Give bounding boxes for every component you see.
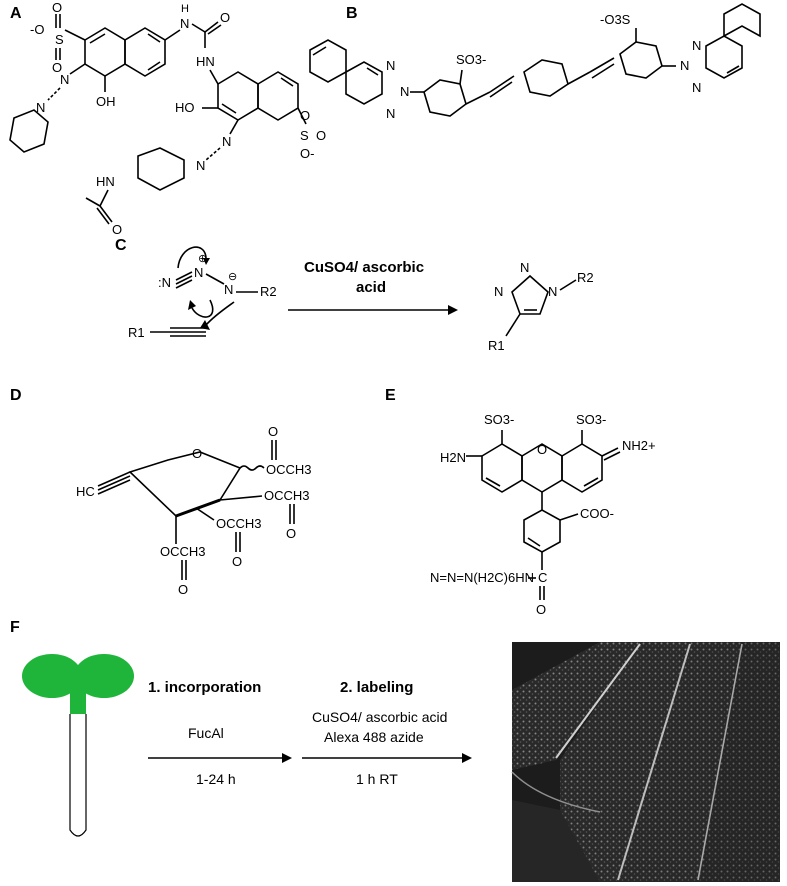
e-so3-1: SO3-: [484, 412, 514, 427]
svg-text:N: N: [196, 158, 205, 173]
panel-label-c: C: [115, 237, 127, 254]
c-r2-prod: R2: [577, 270, 594, 285]
a-o-right: O: [300, 108, 310, 123]
a-o-amide: O: [112, 222, 122, 237]
svg-text:O: O: [192, 446, 202, 461]
a-h-top: H: [181, 3, 189, 15]
svg-text:O: O: [316, 128, 326, 143]
svg-text::N: :N: [158, 275, 171, 290]
b-so3-left: SO3-: [456, 52, 486, 67]
step2-time: 1 h RT: [356, 771, 398, 787]
e-coo: COO-: [580, 506, 614, 521]
fluorescence-micrograph: [511, 642, 780, 882]
svg-text:O: O: [52, 0, 62, 15]
svg-text:⊖: ⊖: [228, 271, 237, 283]
e-azide-chain: N=N=N(H2C)6HN: [430, 570, 534, 585]
a-o-minus: O-: [300, 146, 314, 161]
panel-label-d: D: [10, 387, 22, 404]
panel-d-structure: O HC OCCH3 O OCCH3 O OCCH3 O OCCH3 O: [76, 424, 312, 597]
svg-text:O: O: [178, 582, 188, 597]
svg-text:O: O: [52, 60, 62, 75]
svg-text:O: O: [268, 424, 278, 439]
panel-c-reaction: :N N ⊕ N ⊖ R2 R1 CuSO4/ ascorbic acid N …: [128, 246, 594, 353]
a-n-top: N: [180, 16, 189, 31]
step2-title: 2. labeling: [340, 679, 413, 696]
c-reagent-line2: acid: [356, 279, 386, 296]
panel-f-workflow: 1. incorporation FucAl 1-24 h 2. labelin…: [22, 642, 780, 882]
svg-text:N: N: [548, 284, 557, 299]
panel-label-f: F: [10, 619, 20, 636]
e-c: C: [538, 570, 547, 585]
a-ho-2: HO: [175, 100, 195, 115]
svg-text:N: N: [386, 58, 395, 73]
step2-reagent1: CuSO4/ ascorbic acid: [312, 709, 447, 725]
svg-text:N: N: [36, 100, 45, 115]
panel-b-structure: N N N SO3- -O3S N N N: [309, 3, 761, 121]
a-s-top: S: [55, 32, 64, 47]
c-r2: R2: [260, 284, 277, 299]
step1-reagent: FucAl: [188, 725, 224, 741]
panel-e-structure: O H2N SO3- SO3- NH2+ COO- C O N=N=N(H2C)…: [430, 412, 656, 617]
svg-text:O: O: [286, 526, 296, 541]
d-hc: HC: [76, 484, 95, 499]
svg-text:N: N: [692, 38, 701, 53]
step1-time: 1-24 h: [196, 771, 236, 787]
d-occh3-4: OCCH3: [160, 544, 206, 559]
e-h2n: H2N: [440, 450, 466, 465]
panel-label-e: E: [385, 387, 396, 404]
d-occh3-2: OCCH3: [264, 488, 310, 503]
a-oh-1: OH: [96, 94, 116, 109]
e-o: O: [536, 602, 546, 617]
c-reagent-line1: CuSO4/ ascorbic: [304, 259, 424, 276]
svg-text:O: O: [232, 554, 242, 569]
c-r1-prod: R1: [488, 338, 505, 353]
panel-label-b: B: [346, 5, 358, 22]
svg-text:N: N: [194, 265, 203, 280]
svg-text:N: N: [400, 84, 409, 99]
panel-a-structure: -O S O O OH N N N H O HN HO: [9, 0, 326, 237]
svg-text:N: N: [520, 260, 529, 275]
svg-text:N: N: [692, 80, 701, 95]
a-so3-neg: -O: [30, 22, 44, 37]
svg-text:N: N: [222, 134, 231, 149]
svg-text:N: N: [494, 284, 503, 299]
svg-text:N: N: [386, 106, 395, 121]
panel-label-a: A: [10, 5, 22, 22]
seedling-icon: [22, 654, 134, 837]
a-hn: HN: [196, 54, 215, 69]
svg-text:N: N: [224, 282, 233, 297]
svg-text:N: N: [680, 58, 689, 73]
e-nh2: NH2+: [622, 438, 656, 453]
d-occh3-1: OCCH3: [266, 462, 312, 477]
a-o-top: O: [220, 10, 230, 25]
svg-text:O: O: [537, 442, 547, 457]
svg-text:⊕: ⊕: [198, 253, 207, 265]
e-so3-2: SO3-: [576, 412, 606, 427]
svg-text:N: N: [60, 72, 69, 87]
c-r1: R1: [128, 325, 145, 340]
step2-reagent2: Alexa 488 azide: [324, 729, 424, 745]
step1-title: 1. incorporation: [148, 679, 261, 696]
b-so3-right: -O3S: [600, 12, 631, 27]
a-hn-amide: HN: [96, 174, 115, 189]
d-occh3-3: OCCH3: [216, 516, 262, 531]
a-s-right: S: [300, 128, 309, 143]
